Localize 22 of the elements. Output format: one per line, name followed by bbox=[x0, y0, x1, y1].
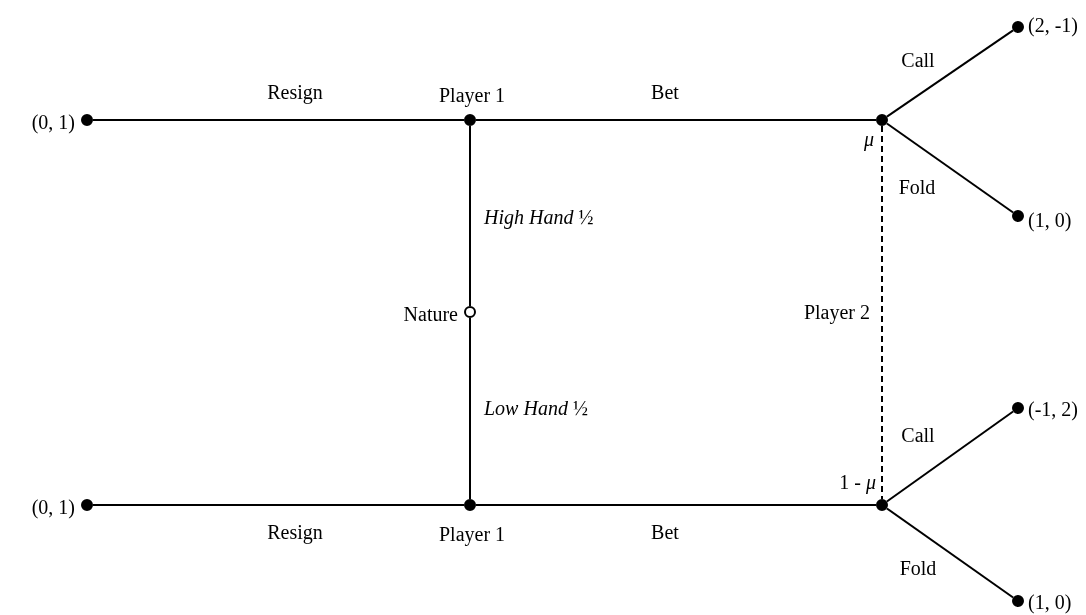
node-label: μ bbox=[863, 129, 874, 149]
branch-line bbox=[885, 122, 1015, 214]
node-label: (-1, 2) bbox=[1028, 399, 1078, 419]
branch-line bbox=[885, 507, 1015, 599]
node-label: Nature bbox=[403, 304, 458, 324]
node-label: (1, 0) bbox=[1028, 592, 1072, 612]
branch-line bbox=[92, 504, 465, 506]
branch-line bbox=[469, 125, 471, 307]
branch-line bbox=[92, 119, 465, 121]
node-label: (1, 0) bbox=[1028, 210, 1072, 230]
node-label: Player 1 bbox=[438, 85, 506, 105]
branch-line bbox=[885, 410, 1015, 503]
node-label: (2, -1) bbox=[1028, 15, 1078, 35]
dashed-line bbox=[881, 125, 883, 500]
branch-line bbox=[469, 317, 471, 500]
node-label: 1 - μ bbox=[839, 472, 876, 492]
branch-line bbox=[475, 119, 877, 121]
node-label: (0, 1) bbox=[31, 497, 75, 517]
node-label: Player 1 bbox=[438, 524, 506, 544]
branch-line bbox=[885, 29, 1015, 118]
branch-line bbox=[475, 504, 877, 506]
node-label: (0, 1) bbox=[31, 112, 75, 132]
